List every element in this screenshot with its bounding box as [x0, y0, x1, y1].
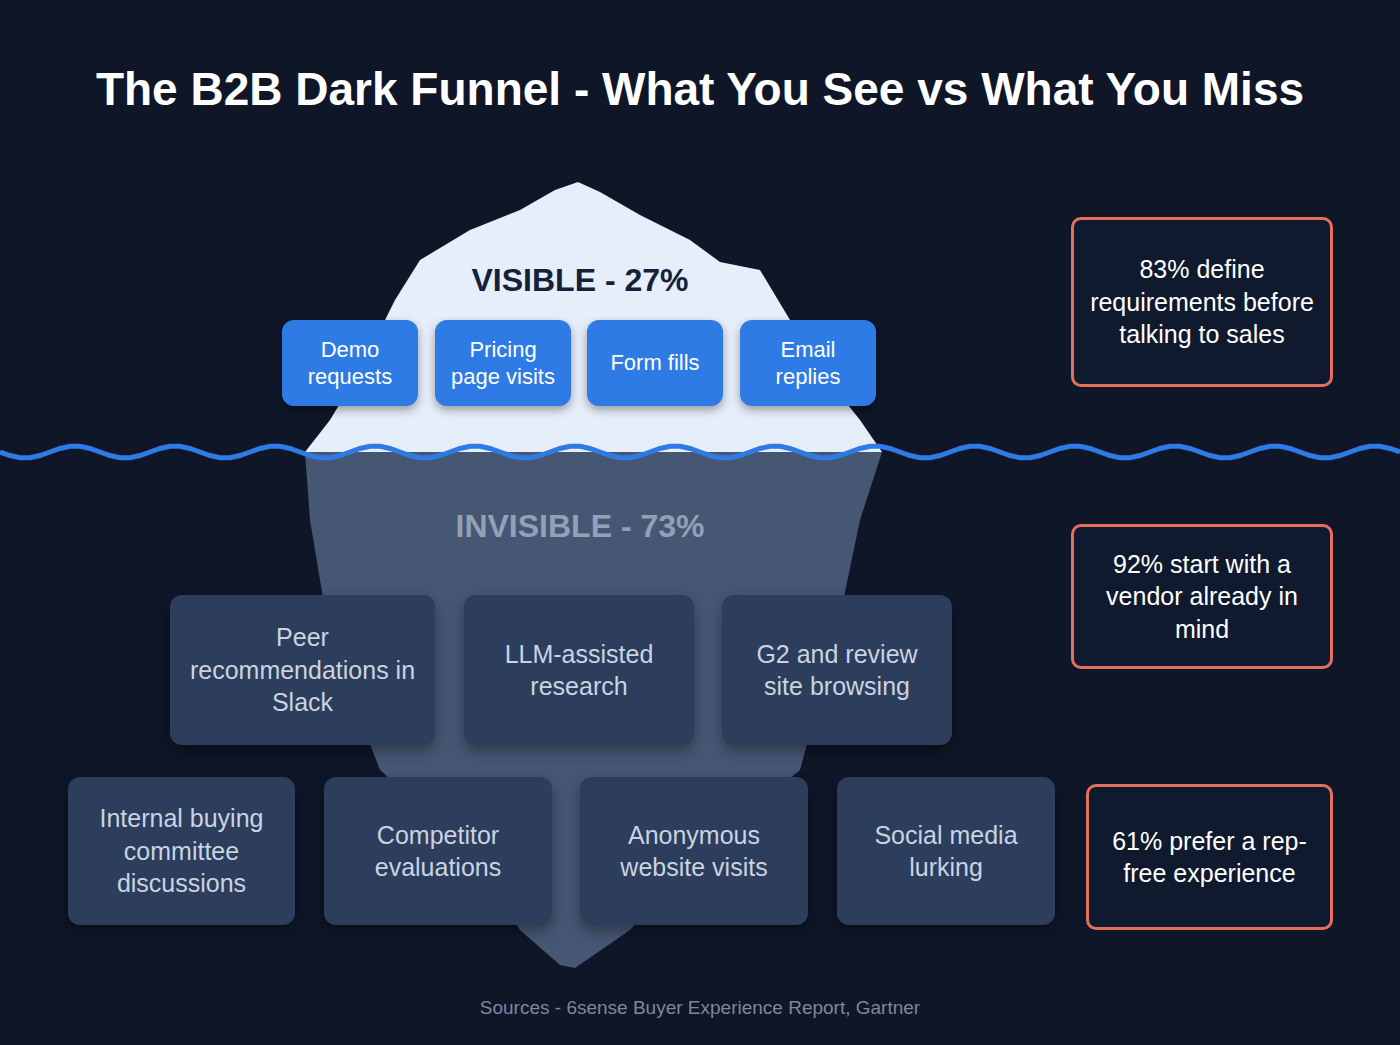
node-text-group: Social media lurking [849, 819, 1043, 884]
node-text-group: 61% prefer a rep-free experience [1101, 825, 1318, 890]
signal-box: Form fills [587, 320, 723, 406]
node-text: Form fills [610, 349, 699, 377]
stat-callout: 61% prefer a rep-free experience [1086, 784, 1333, 930]
hidden-signal-box: Competitor evaluations [324, 777, 552, 925]
node-text: Internal buying committee discussions [80, 802, 283, 900]
node-text: Demo requests [294, 336, 406, 391]
water-line [0, 446, 1400, 457]
hidden-signal-box: Anonymous website visits [580, 777, 808, 925]
node-text: G2 and review site browsing [734, 638, 940, 703]
signal-box: Pricing page visits [435, 320, 571, 406]
node-text: Peer recommendations in Slack [182, 621, 423, 719]
hidden-signal-box: Peer recommendations in Slack [170, 595, 435, 745]
signal-box: Email replies [740, 320, 876, 406]
title: The B2B Dark Funnel - What You See vs Wh… [0, 62, 1400, 116]
node-text-group: Competitor evaluations [336, 819, 540, 884]
node-text-group: Demo requests [294, 336, 406, 391]
hidden-signal-box: G2 and review site browsing [722, 595, 952, 745]
signal-box: Demo requests [282, 320, 418, 406]
node-text-group: LLM-assisted research [476, 638, 682, 703]
node-text-group: Pricing page visits [447, 336, 559, 391]
node-text-group: 83% define requirements before talking t… [1086, 253, 1318, 351]
hidden-signal-box: LLM-assisted research [464, 595, 694, 745]
iceberg-top [305, 182, 882, 452]
node-text: Competitor evaluations [336, 819, 540, 884]
node-text: Pricing page visits [447, 336, 559, 391]
node-text-group: 92% start with a vendor already in mind [1086, 548, 1318, 646]
node-text-group: Anonymous website visits [592, 819, 796, 884]
node-text: 61% prefer a rep-free experience [1101, 825, 1318, 890]
node-text: Email replies [752, 336, 864, 391]
node-text-group: G2 and review site browsing [734, 638, 940, 703]
node-text-group: Peer recommendations in Slack [182, 621, 423, 719]
node-text: LLM-assisted research [476, 638, 682, 703]
node-text-group: Email replies [752, 336, 864, 391]
stat-callout: 92% start with a vendor already in mind [1071, 524, 1333, 669]
section-label: VISIBLE - 27% [430, 262, 730, 299]
node-text-group: Form fills [610, 349, 699, 377]
section-label: INVISIBLE - 73% [400, 508, 760, 545]
stat-callout: 83% define requirements before talking t… [1071, 217, 1333, 387]
node-text-group: Internal buying committee discussions [80, 802, 283, 900]
hidden-signal-box: Social media lurking [837, 777, 1055, 925]
node-text: 83% define requirements before talking t… [1086, 253, 1318, 351]
node-text: Social media lurking [849, 819, 1043, 884]
caption: Sources - 6sense Buyer Experience Report… [0, 997, 1400, 1019]
node-text: 92% start with a vendor already in mind [1086, 548, 1318, 646]
node-text: Anonymous website visits [592, 819, 796, 884]
hidden-signal-box: Internal buying committee discussions [68, 777, 295, 925]
